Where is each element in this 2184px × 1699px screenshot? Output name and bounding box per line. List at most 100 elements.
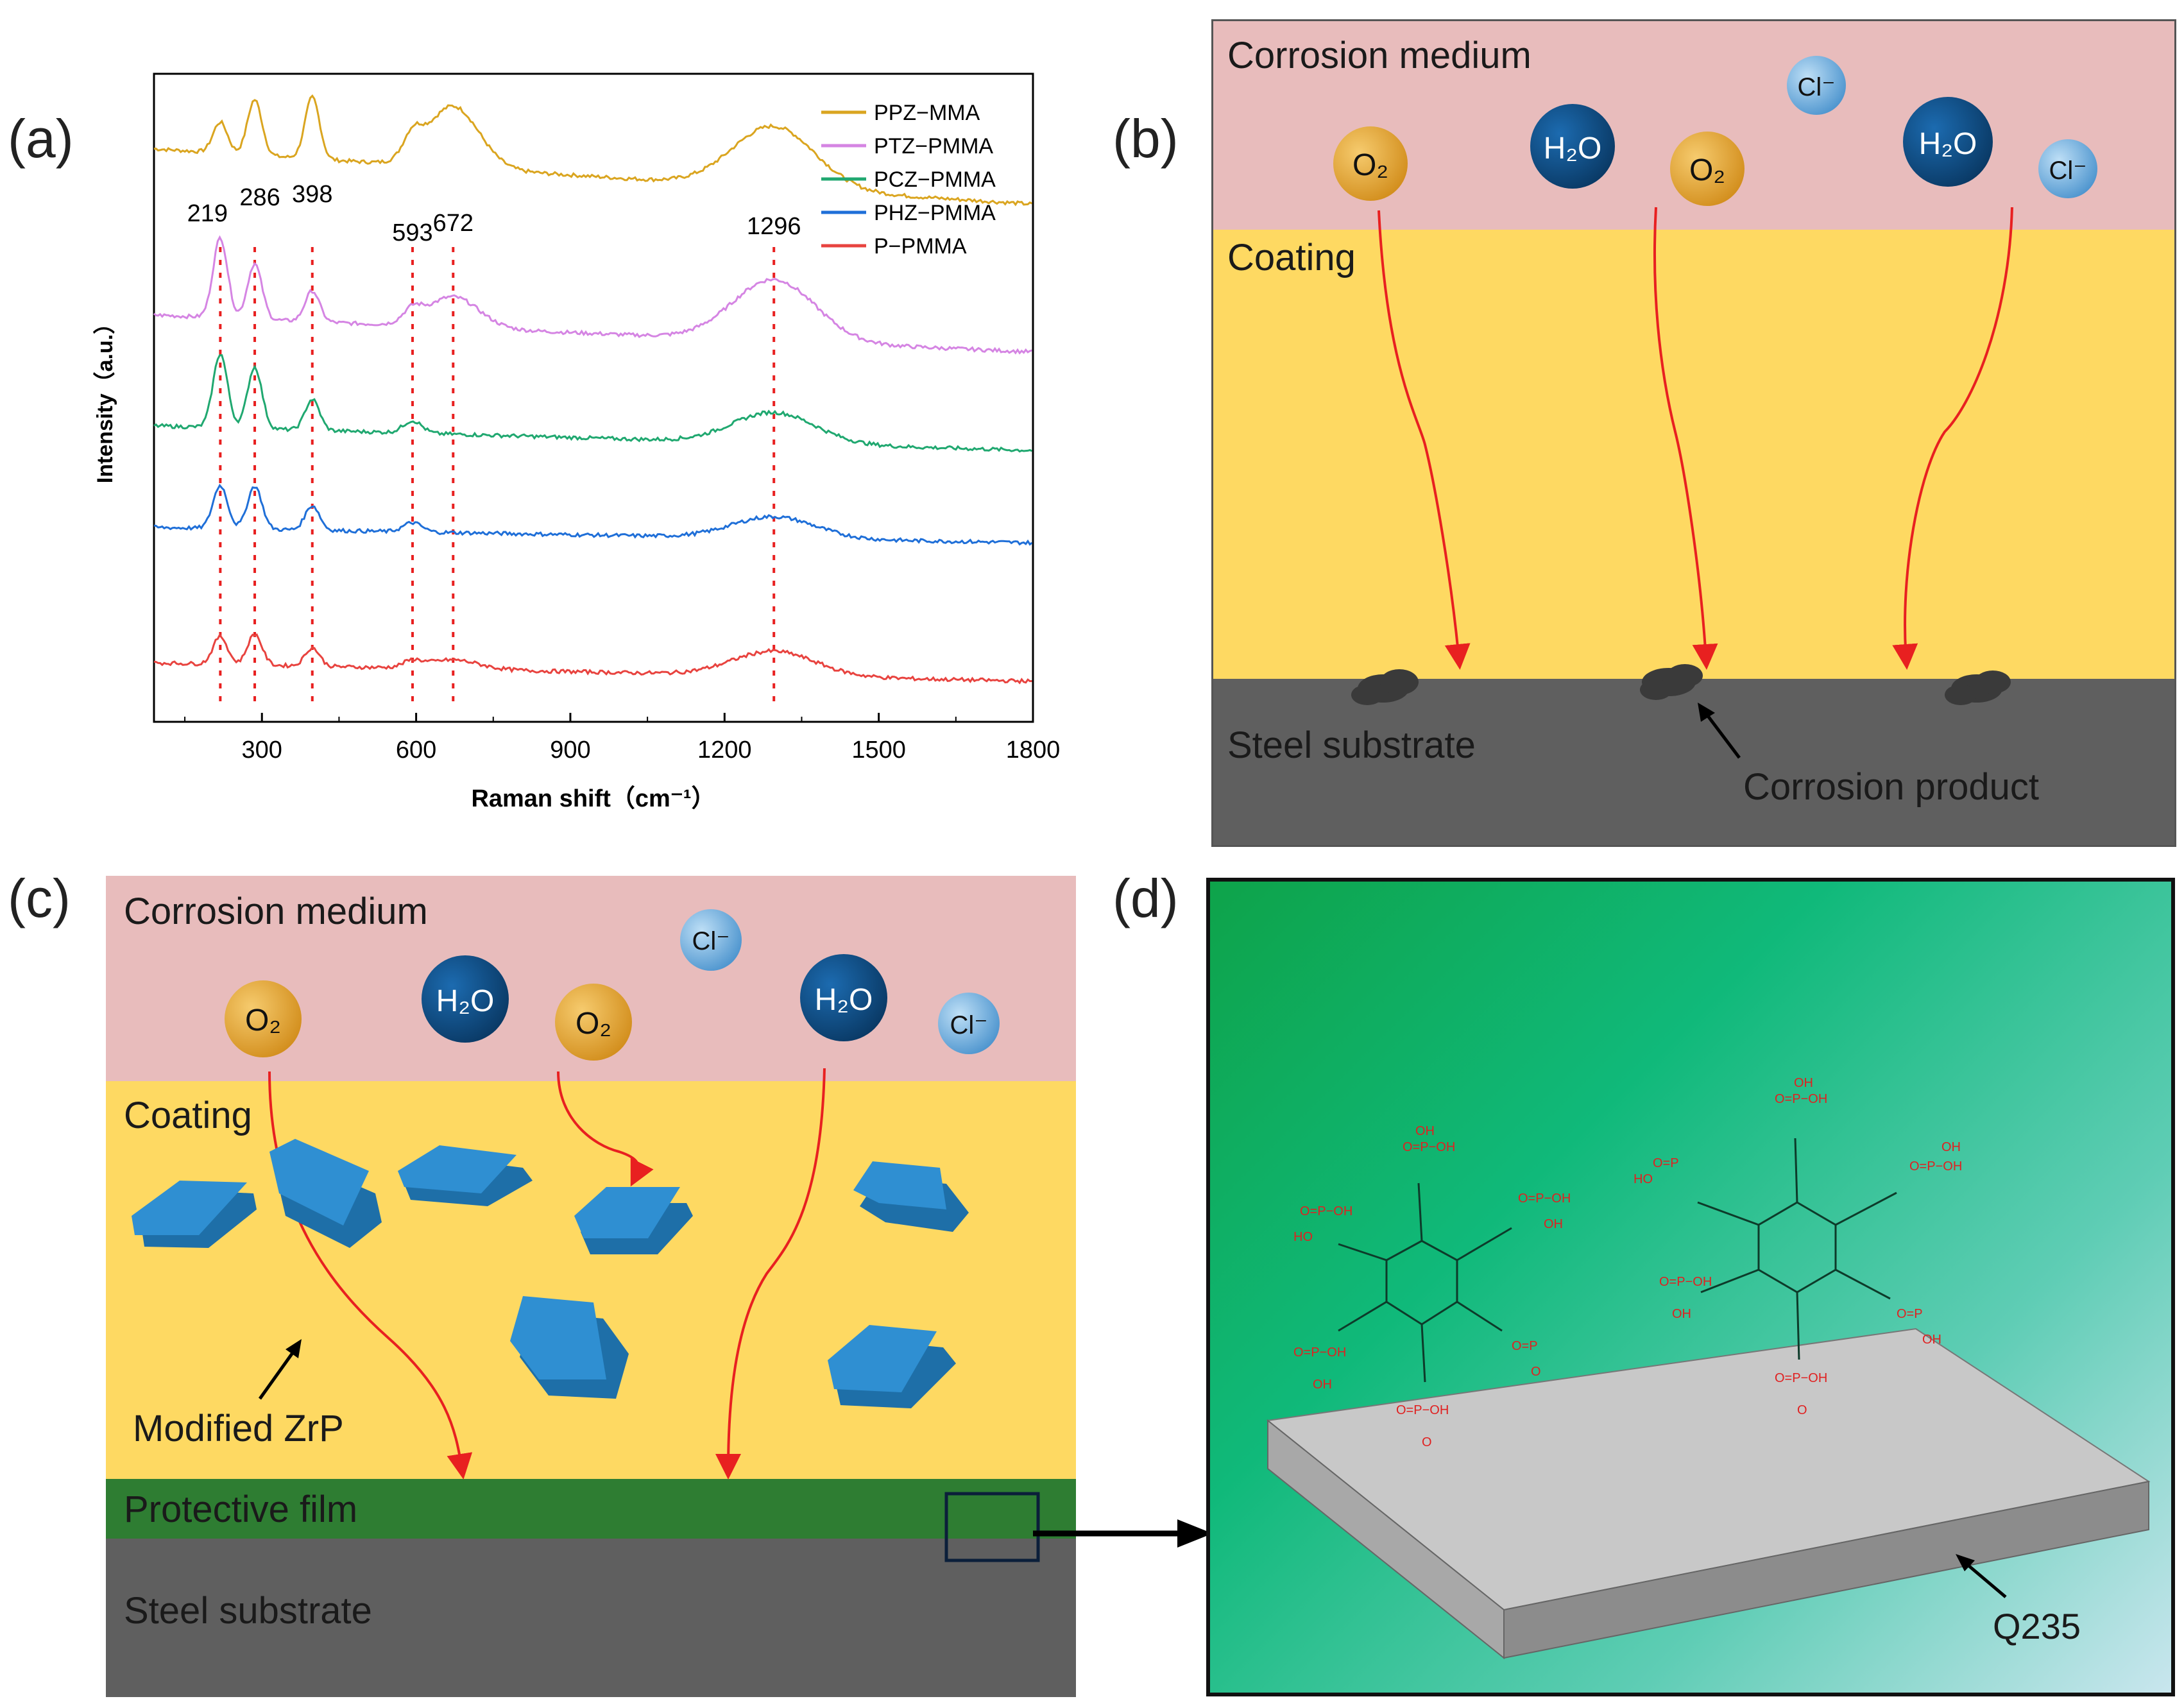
- film-label: Protective film: [124, 1489, 358, 1530]
- diffusion-arrow-1: [1378, 210, 1471, 670]
- o2-molecule: O₂: [1670, 132, 1745, 206]
- o2-label: O₂: [1689, 153, 1725, 187]
- cl-ion: Cl⁻: [2038, 139, 2097, 198]
- substrate-label: Steel substrate: [1227, 724, 1476, 766]
- panel-letter-b: (b): [1113, 108, 1179, 169]
- svg-text:O=P−OH: O=P−OH: [1403, 1140, 1455, 1154]
- cl-label: Cl⁻: [692, 927, 730, 955]
- diffusion-arrow-3: [1892, 207, 2013, 670]
- svg-text:OH: OH: [1941, 1140, 1961, 1154]
- legend-label: PPZ−MMA: [874, 101, 980, 125]
- legend-label: PHZ−PMMA: [874, 201, 996, 225]
- zrp-pointer: [258, 1348, 297, 1400]
- coating-label: Coating: [1227, 237, 1356, 278]
- plot-frame: [153, 73, 1034, 723]
- svg-text:O=P−OH: O=P−OH: [1396, 1403, 1449, 1417]
- zrp-platelet: [828, 1325, 956, 1408]
- svg-text:OH: OH: [1922, 1333, 1941, 1347]
- series-lines: [153, 94, 1033, 685]
- corrosion-product-pointer: [1703, 710, 1741, 759]
- diagram-c: Corrosion medium Coating Protective film…: [106, 876, 1076, 1697]
- x-tick-label: 1500: [851, 737, 906, 764]
- corrosion-product-2: [1640, 664, 1703, 700]
- steel-substrate-layer: [1213, 679, 2174, 845]
- svg-text:O=P−OH: O=P−OH: [1518, 1191, 1571, 1206]
- zrp-platelet: [398, 1145, 533, 1206]
- svg-text:OH: OH: [1544, 1217, 1563, 1231]
- zrp-platelet: [574, 1187, 693, 1254]
- substrate-label: Steel substrate: [124, 1590, 372, 1632]
- o2-label: O₂: [1352, 148, 1388, 182]
- steel-substrate-layer: [106, 1539, 1076, 1697]
- zrp-platelet: [269, 1139, 382, 1248]
- panel-letter-c: (c): [8, 868, 71, 928]
- svg-text:O=P: O=P: [1512, 1339, 1538, 1353]
- medium-label: Corrosion medium: [1227, 35, 1531, 76]
- series-line-3: [153, 483, 1033, 546]
- h2o-label: H₂O: [436, 984, 495, 1018]
- diagram-b-graphics: O₂ H₂O O₂ Cl⁻ H₂O Cl⁻: [1333, 56, 2097, 759]
- y-axis-label: Intensity（a.u.）: [92, 312, 117, 483]
- cl-label: Cl⁻: [950, 1011, 988, 1039]
- x-tick-label: 600: [396, 737, 436, 764]
- svg-text:O=P−OH: O=P−OH: [1775, 1092, 1827, 1106]
- cl-ion: Cl⁻: [1787, 56, 1846, 115]
- svg-text:O=P−OH: O=P−OH: [1909, 1159, 1962, 1174]
- peak-label: 398: [292, 181, 332, 208]
- o2-label: O₂: [576, 1007, 611, 1041]
- h2o-label: H₂O: [1544, 132, 1602, 166]
- svg-text:OH: OH: [1672, 1307, 1691, 1321]
- diffusion-arrow-2: [557, 1071, 654, 1187]
- diagram-c-graphics: O₂ H₂O O₂ Cl⁻ H₂O Cl⁻: [132, 909, 1040, 1562]
- svg-text:O: O: [1531, 1365, 1541, 1379]
- cl-label: Cl⁻: [1798, 73, 1836, 101]
- coating-layer: [106, 1081, 1076, 1479]
- zoom-box: [944, 1492, 1040, 1562]
- svg-text:O=P−OH: O=P−OH: [1659, 1275, 1712, 1289]
- peak-label: 672: [433, 210, 473, 237]
- corrosion-product-1: [1351, 669, 1419, 705]
- h2o-molecule: H₂O: [800, 954, 887, 1041]
- peak-label: 593: [392, 219, 432, 246]
- legend-label: PTZ−PMMA: [874, 134, 993, 158]
- series-line-2: [153, 354, 1033, 453]
- diffusion-arrow-1: [268, 1071, 473, 1480]
- zrp-platelet: [132, 1181, 257, 1248]
- x-tick-label: 1200: [697, 737, 752, 764]
- phytate-groups-left: O=P−OH OH O=P−OH HO O=P−OH OH O=P−OH OH O=P O…: [1293, 1124, 1571, 1449]
- modified-zrp-label: Modified ZrP: [133, 1408, 344, 1449]
- zoom-arrow: [1033, 1519, 1213, 1548]
- svg-text:OH: OH: [1313, 1378, 1332, 1392]
- svg-text:OH: OH: [1794, 1076, 1813, 1090]
- series-line-0: [153, 94, 1033, 207]
- coating-layer: [1213, 230, 2174, 679]
- legend-label: P−PMMA: [874, 234, 967, 259]
- x-tick-label: 300: [242, 737, 282, 764]
- peak-label: 286: [239, 184, 280, 211]
- peak-label: 1296: [747, 213, 801, 240]
- h2o-label: H₂O: [815, 983, 873, 1017]
- svg-text:O=P−OH: O=P−OH: [1300, 1204, 1352, 1218]
- o2-molecule: O₂: [1333, 126, 1408, 201]
- legend-label: PCZ−PMMA: [874, 167, 996, 192]
- corrosion-product-label: Corrosion product: [1743, 766, 2039, 808]
- series-line-4: [153, 633, 1032, 685]
- phytate-molecule-right: [1697, 1138, 1897, 1360]
- medium-label: Corrosion medium: [124, 891, 428, 932]
- zrp-platelet: [853, 1161, 969, 1232]
- diffusion-arrow-3: [715, 1068, 826, 1480]
- series-line-1: [153, 235, 1032, 355]
- svg-text:HO: HO: [1293, 1230, 1313, 1244]
- peak-guide-lines: [219, 247, 776, 703]
- svg-text:HO: HO: [1634, 1172, 1653, 1186]
- svg-text:OH: OH: [1415, 1124, 1435, 1138]
- corrosion-product-3: [1945, 670, 2011, 705]
- peak-label: 219: [187, 200, 228, 227]
- svg-text:O: O: [1797, 1403, 1807, 1417]
- protective-film-layer: [106, 1479, 1076, 1539]
- zrp-platelet: [510, 1296, 629, 1399]
